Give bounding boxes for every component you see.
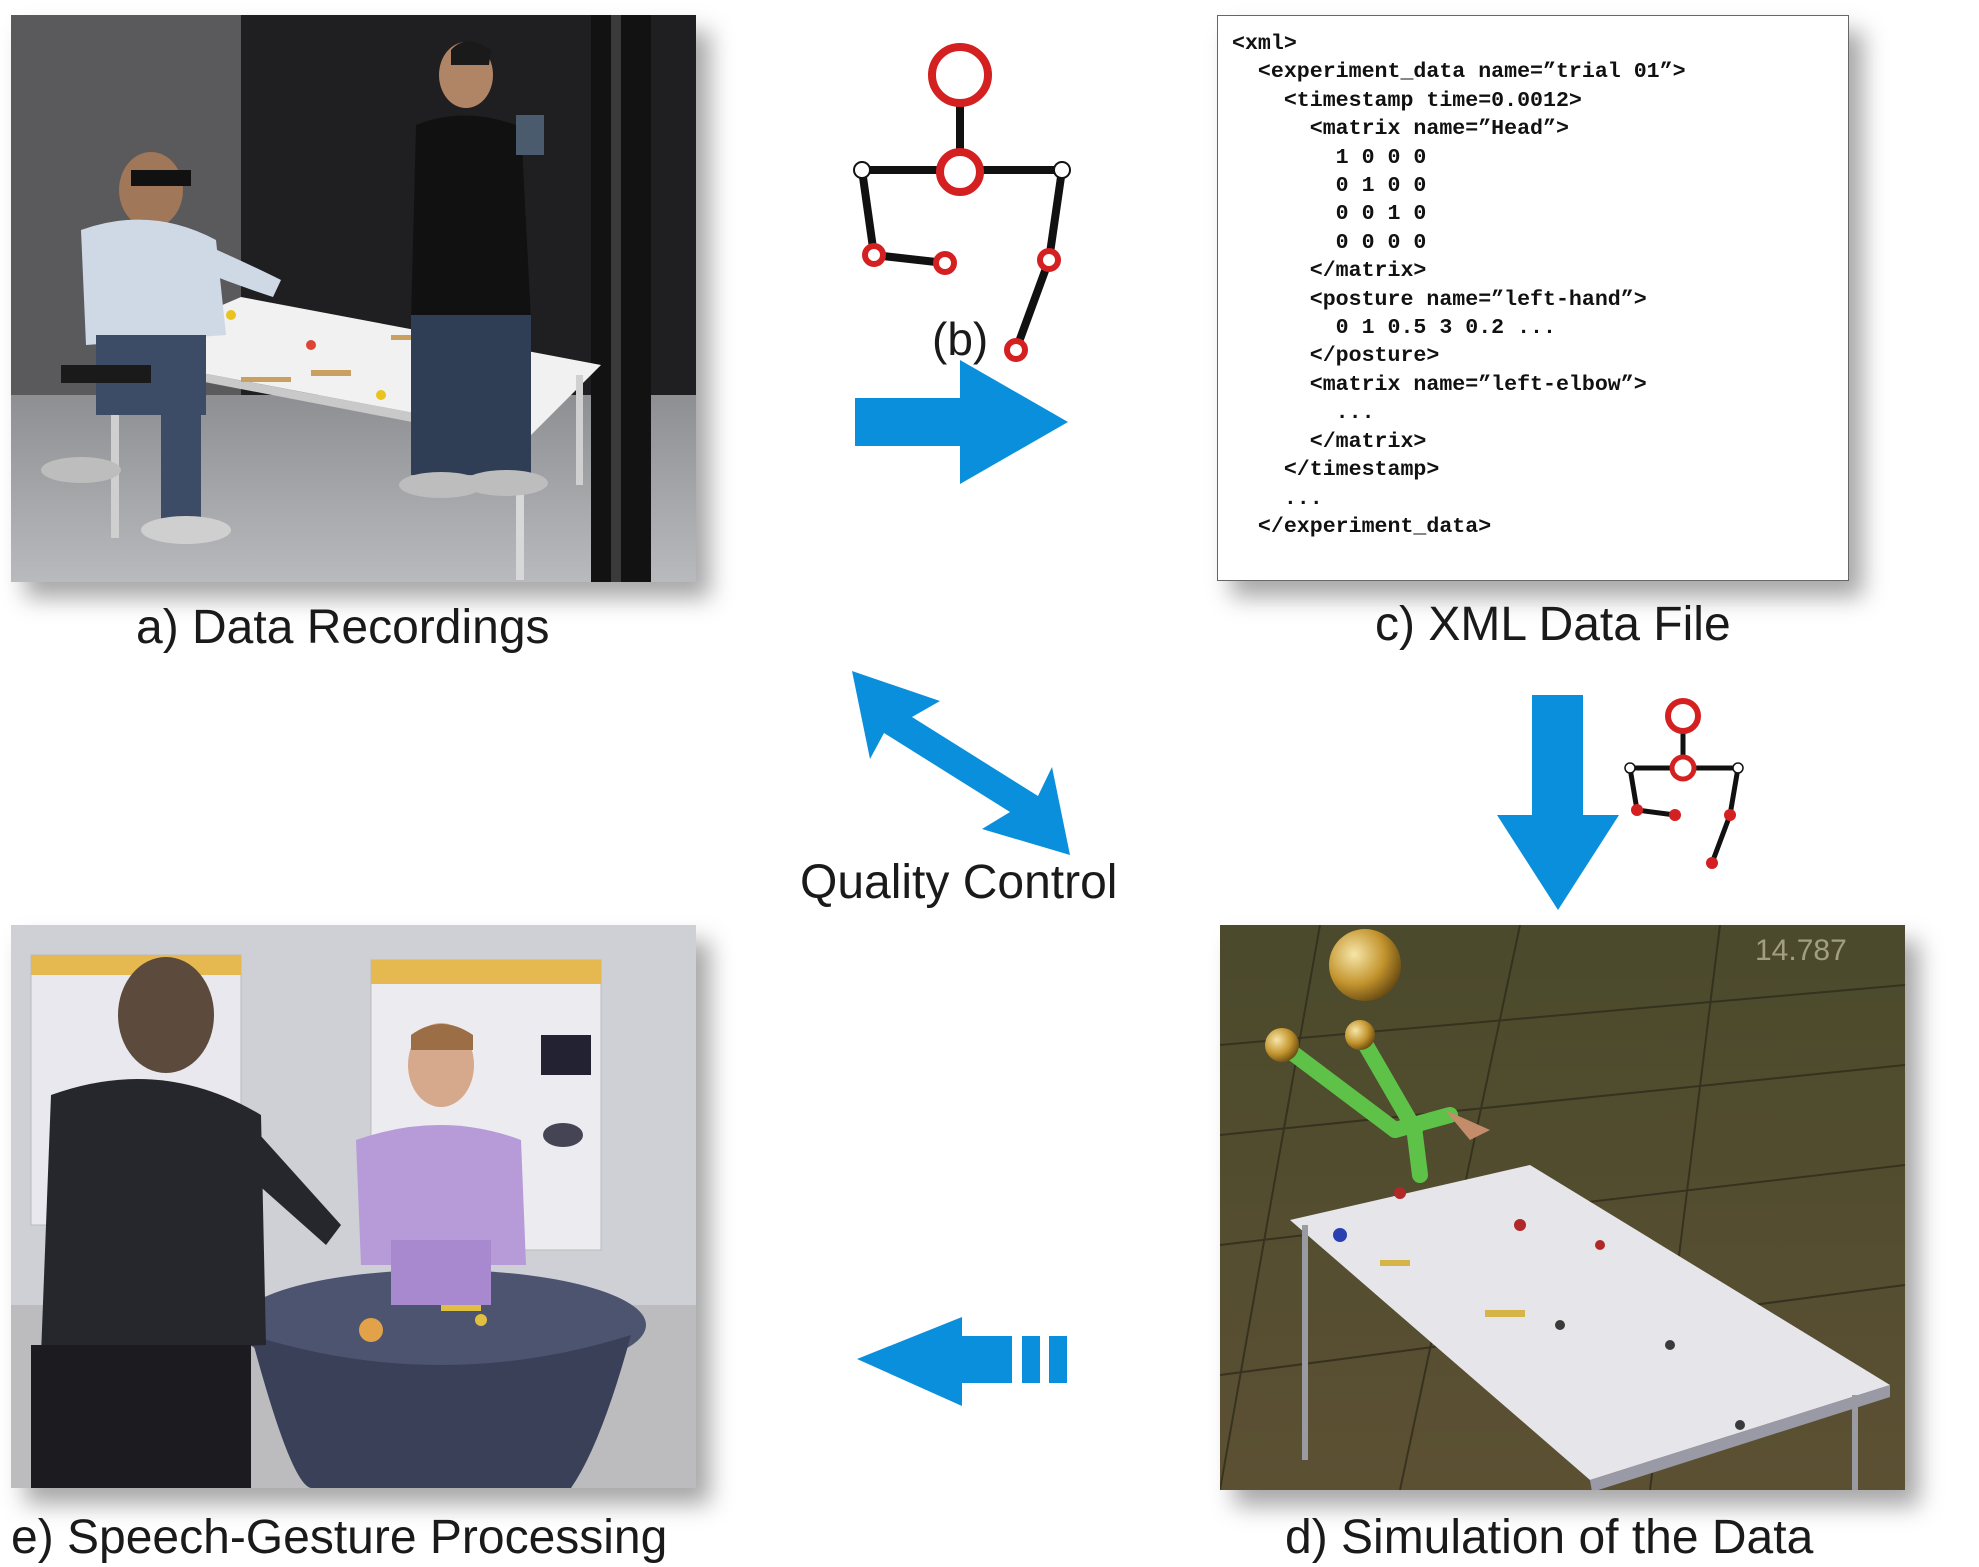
xml-line: 0 1 0 0 xyxy=(1232,174,1427,199)
xml-line: ... xyxy=(1232,401,1375,426)
xml-line: ... xyxy=(1232,486,1323,511)
arrow-left-icon xyxy=(857,1317,1067,1406)
xml-data-file: <xml> <experiment_data name=”trial 01”> … xyxy=(1217,15,1849,581)
xml-line: 0 1 0.5 3 0.2 ... xyxy=(1232,316,1556,341)
xml-line: </matrix> xyxy=(1232,259,1427,284)
xml-line: </timestamp> xyxy=(1232,458,1440,483)
arrow-right-icon xyxy=(855,360,1068,484)
xml-line: <timestamp time=0.0012> xyxy=(1232,88,1582,113)
skeleton-icon-small xyxy=(1624,698,1744,869)
xml-content: <xml> <experiment_data name=”trial 01”> … xyxy=(1218,16,1848,541)
xml-line: <matrix name=”left-elbow”> xyxy=(1232,372,1647,397)
caption-simulation-of-the-data: d) Simulation of the Data xyxy=(1285,1511,1814,1564)
data-recording-photo xyxy=(11,15,696,582)
xml-line: </experiment_data> xyxy=(1232,514,1492,539)
xml-line: <experiment_data name=”trial 01”> xyxy=(1232,60,1686,85)
caption-quality-control: Quality Control xyxy=(800,856,1118,909)
skeleton-icon xyxy=(853,43,1071,362)
xml-line: <xml> xyxy=(1232,32,1297,56)
simulation-timestamp: 14.787 xyxy=(1755,934,1847,967)
arrow-down-icon xyxy=(1497,695,1619,910)
xml-line: </matrix> xyxy=(1232,429,1427,454)
caption-data-recordings: a) Data Recordings xyxy=(136,601,550,654)
xml-line: 0 0 1 0 xyxy=(1232,202,1427,227)
caption-xml-data-file: c) XML Data File xyxy=(1375,598,1731,651)
simulation-render: 14.787 xyxy=(1220,925,1905,1490)
speech-gesture-photo xyxy=(11,925,696,1488)
xml-line: </posture> xyxy=(1232,344,1440,369)
xml-line: 0 0 0 0 xyxy=(1232,230,1427,255)
xml-line: 1 0 0 0 xyxy=(1232,145,1427,170)
caption-speech-gesture-processing: e) Speech-Gesture Processing xyxy=(11,1511,668,1564)
double-arrow-icon xyxy=(852,671,1070,855)
xml-line: <posture name=”left-hand”> xyxy=(1232,287,1647,312)
caption-b: (b) xyxy=(932,313,988,365)
xml-line: <matrix name=”Head”> xyxy=(1232,117,1569,142)
